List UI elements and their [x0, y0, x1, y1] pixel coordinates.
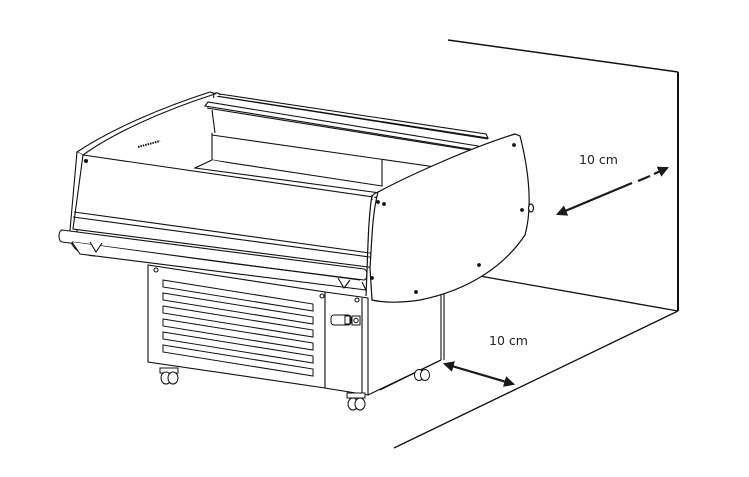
front-glass	[73, 141, 380, 268]
castor-front-right	[347, 393, 365, 410]
wall-clearance-label: 10 cm	[579, 152, 618, 167]
display-case-body	[195, 93, 488, 193]
back-wall	[448, 40, 678, 311]
castor-rear-right	[415, 370, 430, 381]
floor-clearance-arrow	[442, 361, 516, 387]
side-end-panel-right	[366, 134, 534, 302]
control-panel	[331, 315, 360, 325]
front-bumper-rail	[59, 230, 367, 290]
ventilation-louvres	[163, 280, 313, 376]
wall-clearance-arrow	[555, 166, 669, 216]
castor-wheels	[160, 368, 430, 410]
floor-clearance-label: 10 cm	[489, 333, 528, 348]
castor-front-left	[160, 368, 178, 384]
